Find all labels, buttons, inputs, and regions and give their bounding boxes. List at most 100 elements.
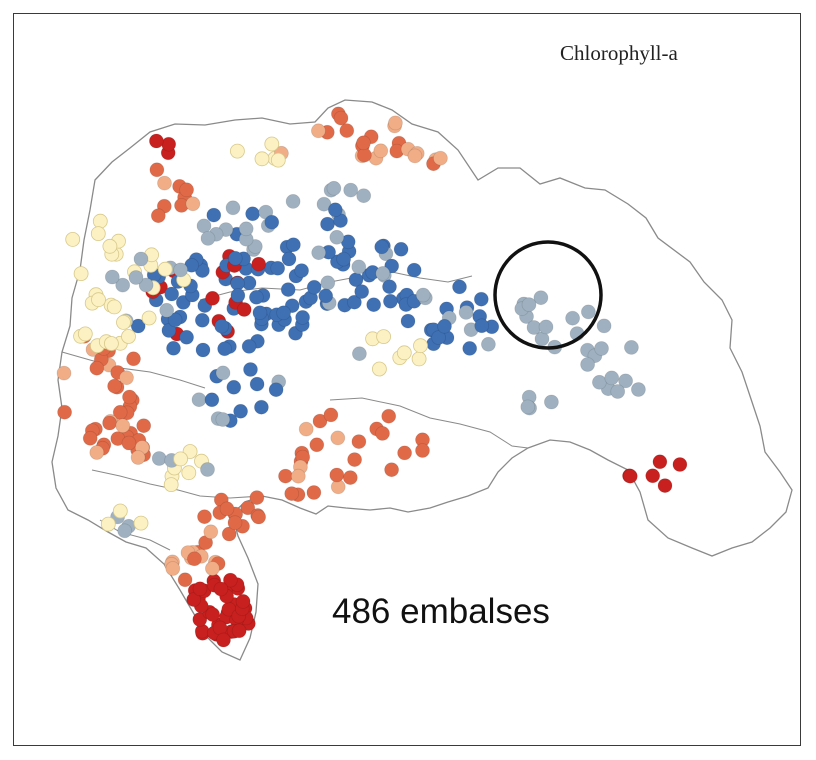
reservoir-dot [596, 318, 612, 334]
reservoir-dot [343, 182, 359, 198]
reservoir-dot [233, 403, 249, 419]
reservoir-dot [191, 392, 207, 408]
reservoir-dot [227, 515, 243, 531]
reservoir-dot [268, 382, 284, 398]
reservoir-dot [480, 336, 496, 352]
reservoir-dot [631, 382, 646, 397]
reservoir-dot [102, 238, 118, 254]
reservoir-dot [157, 261, 173, 277]
reservoir-dot [133, 515, 149, 531]
reservoir-dot [231, 623, 247, 639]
reservoir-dot [205, 607, 221, 622]
reservoir-dot [151, 451, 167, 466]
reservoir-dot [432, 150, 448, 166]
reservoir-dot [381, 408, 397, 424]
reservoir-dot [264, 136, 280, 152]
reservoir-points [56, 106, 688, 648]
reservoir-dot [356, 147, 372, 163]
reservoir-dot [431, 330, 447, 346]
reservoir-dot [106, 299, 122, 315]
reservoir-dot [474, 318, 490, 334]
reservoir-dot [243, 362, 258, 377]
reservoir-dot [594, 341, 609, 356]
reservoir-dot [294, 263, 310, 279]
map-title: Chlorophyll-a [560, 41, 678, 65]
reservoir-dot [222, 572, 238, 588]
reservoir-dot [406, 262, 422, 278]
reservoir-dot [581, 304, 596, 320]
reservoir-dot [251, 256, 267, 272]
reservoir-dot [206, 207, 222, 223]
reservoir-dot [173, 262, 189, 278]
reservoir-dot [320, 216, 335, 232]
reservoir-dot [384, 462, 400, 478]
reservoir-dot [204, 561, 220, 576]
reservoir-dot [186, 592, 202, 607]
reservoir-dot [236, 302, 252, 317]
reservoir-dot [393, 241, 409, 257]
reservoir-dot [130, 450, 146, 465]
reservoir-dot [177, 572, 193, 588]
reservoir-dot [336, 251, 352, 267]
reservoir-dot [415, 443, 430, 458]
reservoir-dot [351, 434, 367, 450]
reservoir-dot [618, 373, 633, 389]
reservoir-dot [221, 526, 237, 542]
reservoir-dot [196, 218, 212, 234]
reservoir-dot [323, 407, 339, 423]
reservoir-dot [225, 200, 241, 216]
reservoir-dot [330, 430, 346, 446]
reservoir-dot [82, 430, 98, 446]
reservoir-dot [195, 342, 211, 358]
reservoir-dot [185, 196, 201, 212]
reservoir-dot [203, 524, 219, 540]
reservoir-dot [622, 468, 638, 484]
reservoir-dot [164, 286, 180, 302]
reservoir-dot [157, 175, 172, 191]
reservoir-dot [306, 485, 322, 500]
reservoir-dot [248, 289, 264, 305]
reservoir-dot [310, 123, 326, 139]
reservoir-dot [351, 259, 367, 275]
reservoir-dot [227, 250, 243, 266]
reservoir-dot [458, 304, 474, 320]
sub-basin-divide [329, 397, 529, 449]
reservoir-dot [217, 341, 233, 357]
reservoir-dot [107, 378, 122, 394]
reservoir-dot [226, 379, 242, 395]
reservoir-dot [89, 360, 105, 376]
reservoir-dot [126, 351, 141, 367]
reservoir-dot [351, 346, 367, 362]
reservoir-dot [371, 361, 387, 377]
reservoir-dot [179, 329, 195, 345]
reservoir-dot [77, 326, 93, 342]
reservoir-dot [356, 188, 372, 204]
reservoir-dot [213, 581, 229, 597]
reservoir-dot [652, 454, 668, 470]
reservoir-dot [645, 468, 661, 484]
reservoir-dot [89, 445, 105, 460]
reservoir-dot [565, 310, 580, 326]
reservoir-count-label: 486 embalses [332, 592, 550, 631]
reservoir-dot [312, 413, 328, 429]
reservoir-dot [462, 340, 478, 356]
reservoir-dot [610, 384, 626, 399]
reservoir-dot [197, 509, 212, 525]
reservoir-dot [192, 581, 208, 597]
reservoir-dot [117, 523, 133, 539]
reservoir-dot [252, 305, 268, 321]
reservoir-dot [580, 357, 595, 372]
reservoir-dot [130, 318, 146, 334]
reservoir-dot [374, 239, 390, 255]
reservoir-dot [104, 269, 120, 285]
reservoir-dot [407, 148, 423, 164]
reservoir-dot [285, 237, 301, 253]
reservoir-dot [354, 284, 370, 300]
reservoir-dot [115, 418, 131, 434]
reservoir-dot [214, 318, 230, 334]
reservoir-dot [216, 632, 231, 648]
reservoir-dot [413, 338, 428, 354]
reservoir-dot [102, 415, 117, 431]
reservoir-dot [56, 365, 72, 381]
